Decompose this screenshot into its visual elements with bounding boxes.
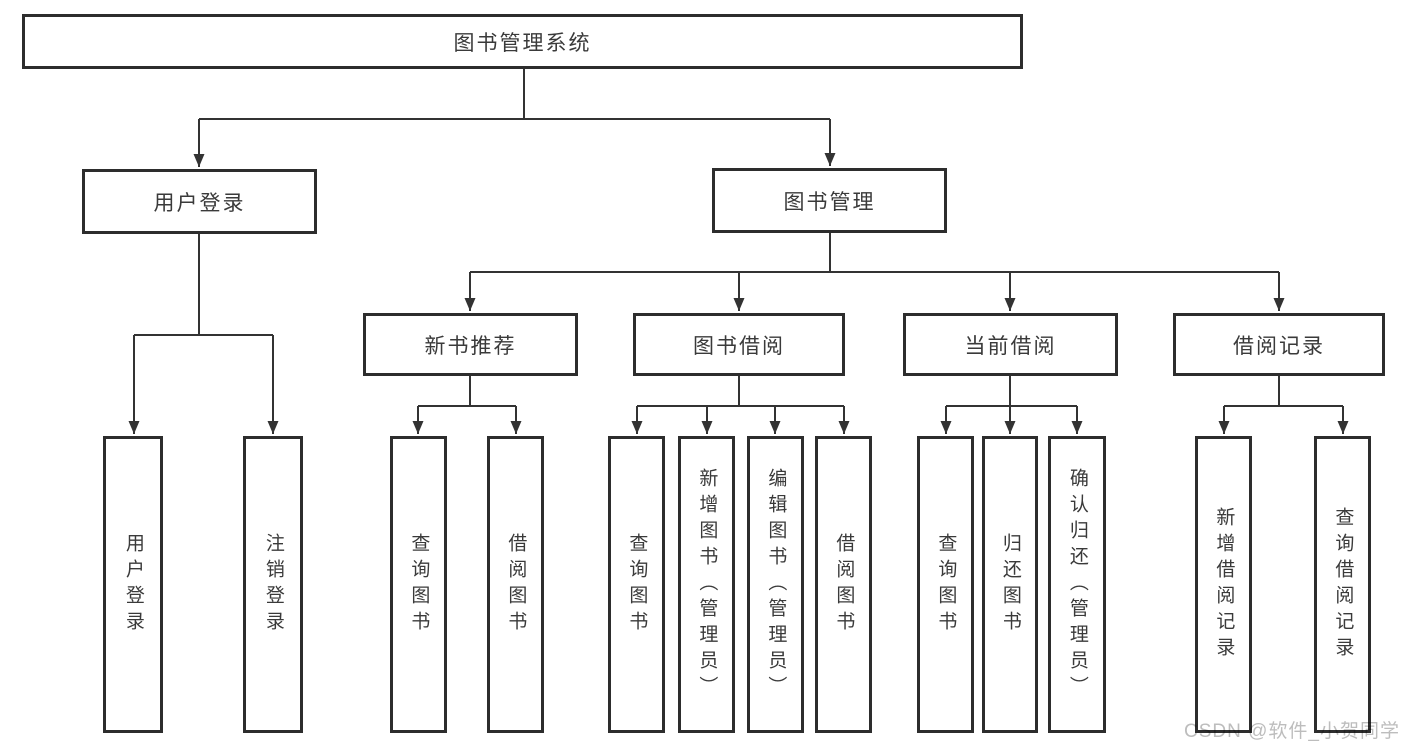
leaf-label: 借阅图书 (833, 532, 855, 637)
leaf-label: 借阅图书 (505, 532, 527, 637)
connector-newbook-trunk (418, 376, 516, 407)
leaf-query-books-current: 查询图书 (917, 436, 974, 733)
connector-borrow-trunk (637, 376, 844, 407)
leaf-borrow-books: 借阅图书 (815, 436, 872, 733)
leaf-query-borrow-record: 查询借阅记录 (1314, 436, 1371, 733)
connector-current-trunk (946, 376, 1077, 407)
leaf-label: 编辑图书（管理员） (765, 467, 787, 702)
node-current-borrow: 当前借阅 (903, 313, 1118, 376)
leaf-label: 注销登录 (262, 532, 284, 637)
node-borrow-records: 借阅记录 (1173, 313, 1385, 376)
leaf-add-books-admin: 新增图书（管理员） (678, 436, 735, 733)
connector-login-trunk (134, 234, 273, 336)
leaf-query-books-recommend: 查询图书 (390, 436, 447, 733)
leaf-label: 确认归还（管理员） (1066, 467, 1088, 702)
leaf-label: 新增借阅记录 (1213, 506, 1235, 663)
leaf-add-borrow-record: 新增借阅记录 (1195, 436, 1252, 733)
leaf-edit-books-admin: 编辑图书（管理员） (747, 436, 804, 733)
leaf-user-login: 用户登录 (103, 436, 163, 733)
node-user-login: 用户登录 (82, 169, 317, 234)
node-new-book-recommend: 新书推荐 (363, 313, 578, 376)
leaf-confirm-return-admin: 确认归还（管理员） (1048, 436, 1106, 733)
node-book-management: 图书管理 (712, 168, 947, 233)
leaf-label: 查询图书 (626, 532, 648, 637)
leaf-label: 新增图书（管理员） (696, 467, 718, 702)
leaf-return-books: 归还图书 (982, 436, 1038, 733)
leaf-logout: 注销登录 (243, 436, 303, 733)
leaf-label: 查询图书 (408, 532, 430, 637)
leaf-query-books-borrow: 查询图书 (608, 436, 665, 733)
leaf-label: 用户登录 (122, 532, 144, 637)
leaf-label: 查询图书 (935, 532, 957, 637)
leaf-label: 归还图书 (999, 532, 1021, 637)
leaf-borrow-books-recommend: 借阅图书 (487, 436, 544, 733)
connector-mgmt-trunk (470, 233, 1279, 273)
leaf-label: 查询借阅记录 (1332, 506, 1354, 663)
csdn-watermark: CSDN @软件_小贺同学 (1184, 721, 1400, 742)
node-book-borrow: 图书借阅 (633, 313, 845, 376)
node-system-root: 图书管理系统 (22, 14, 1023, 69)
connector-records-trunk (1224, 376, 1343, 407)
connector-root-trunk (199, 69, 830, 120)
